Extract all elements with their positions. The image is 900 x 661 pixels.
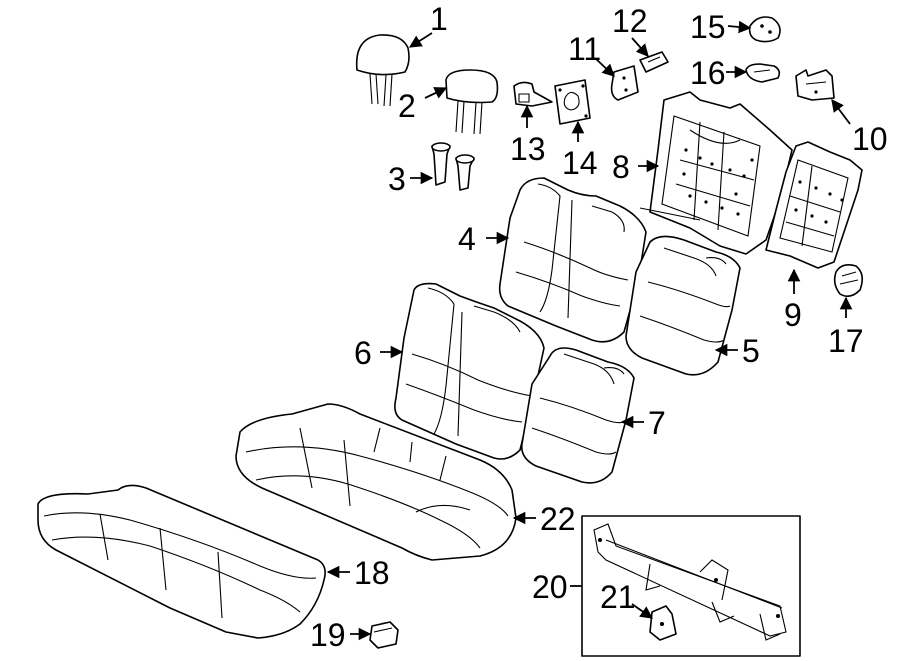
part-14-plate xyxy=(554,79,591,125)
callout-9: 9 xyxy=(784,297,802,333)
callout-18: 18 xyxy=(354,555,390,591)
leader-21 xyxy=(631,603,654,619)
callout-22: 22 xyxy=(540,501,576,537)
part-16-handle xyxy=(745,63,781,83)
part-18-seat-cover xyxy=(37,484,326,639)
callout-4: 4 xyxy=(458,221,476,257)
leader-10 xyxy=(831,98,851,125)
part-20-seat-frame-box xyxy=(581,515,801,657)
callout-8: 8 xyxy=(612,149,630,185)
part-6-seatback-cover xyxy=(394,282,545,460)
callout-15: 15 xyxy=(690,9,726,45)
leader-1 xyxy=(408,32,433,48)
callout-16: 16 xyxy=(690,55,726,91)
part-11-hinge xyxy=(610,65,639,101)
part-7-seatback-cover xyxy=(520,347,635,484)
callout-20: 20 xyxy=(532,569,568,605)
callout-10: 10 xyxy=(852,121,888,157)
callout-14: 14 xyxy=(562,145,598,181)
callout-7: 7 xyxy=(648,405,666,441)
part-1-headrest xyxy=(355,34,410,107)
leader-15 xyxy=(727,20,752,34)
part-15-cap xyxy=(748,16,781,43)
part-19-clip xyxy=(369,621,399,649)
part-8-seatback-frame xyxy=(639,91,793,255)
callout-2: 2 xyxy=(398,88,416,124)
part-10-bracket xyxy=(795,69,835,101)
part-12-cover xyxy=(639,51,669,73)
callout-1: 1 xyxy=(430,1,448,37)
callout-5: 5 xyxy=(742,333,760,369)
part-2-headrest xyxy=(445,69,499,135)
callout-17: 17 xyxy=(828,323,864,359)
callout-13: 13 xyxy=(510,131,546,167)
part-17-latch-cover xyxy=(833,264,864,298)
callout-6: 6 xyxy=(354,335,372,371)
callout-19: 19 xyxy=(310,617,346,653)
callout-11: 11 xyxy=(568,31,601,67)
part-5-seatback-cover xyxy=(625,235,741,376)
leader-2 xyxy=(424,87,448,99)
part-4-seatback-cover xyxy=(498,177,647,343)
leader-11 xyxy=(594,57,615,77)
part-22-seat-cushion xyxy=(235,403,517,561)
part-13-bracket xyxy=(513,81,553,107)
callout-12: 12 xyxy=(612,3,648,39)
part-21-bracket xyxy=(649,605,677,641)
part-9-seatback-frame xyxy=(765,141,863,269)
leader-12 xyxy=(631,37,649,57)
callout-3: 3 xyxy=(388,161,406,197)
part-3-headrest-guides xyxy=(431,142,475,191)
callout-21: 21 xyxy=(600,579,636,615)
